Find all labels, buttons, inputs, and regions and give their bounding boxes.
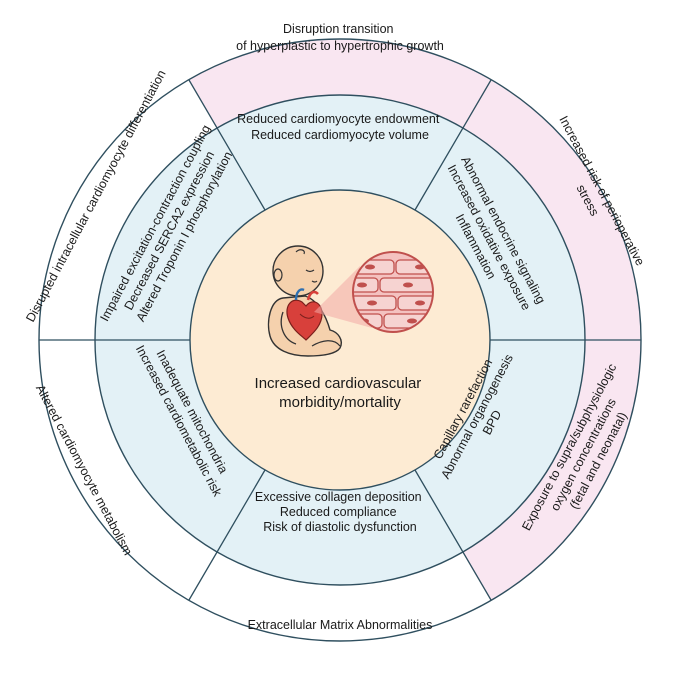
- center-title: Increased cardiovascular morbidity/morta…: [255, 375, 426, 411]
- divider-lines: [39, 79, 641, 601]
- heart-icon: [286, 288, 323, 341]
- middle-label-top: Reduced cardiomyocyte endowment Reduced …: [237, 112, 443, 142]
- outer-label-top: Disruption transition of hyperplastic to…: [236, 22, 444, 53]
- middle-label-bottom: Excessive collagen deposition Reduced co…: [255, 490, 425, 534]
- outer-label-bottom: Extracellular Matrix Abnormalities: [248, 618, 433, 632]
